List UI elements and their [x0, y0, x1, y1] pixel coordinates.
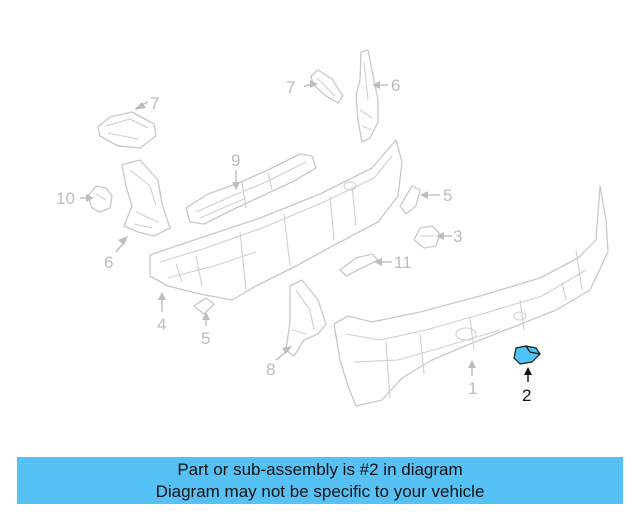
callout-4: 4: [157, 315, 166, 334]
part-7-top: [310, 69, 344, 104]
leader-lines: [80, 80, 532, 382]
callout-8: 8: [266, 360, 275, 379]
part-8: [285, 279, 327, 357]
callout-6-left: 6: [104, 253, 113, 272]
part-7-left: [97, 111, 157, 149]
callout-5-right: 5: [443, 186, 452, 205]
callout-3: 3: [453, 227, 462, 246]
callout-7-top: 7: [286, 78, 295, 97]
callout-labels: 7 7 6 9 10 6 5 3 11 4 5 8 1 2: [56, 76, 531, 405]
part-2-highlighted[interactable]: [513, 345, 541, 365]
part-1: [333, 185, 609, 407]
part-3: [413, 225, 441, 249]
parts-diagram: 7 7 6 9 10 6 5 3 11 4 5 8 1 2: [56, 49, 609, 407]
banner-line-2: Diagram may not be specific to your vehi…: [155, 482, 485, 501]
part-4: [149, 139, 403, 301]
callout-7-left: 7: [150, 94, 159, 113]
part-11: [339, 253, 379, 277]
part-6-top: [355, 49, 379, 143]
part-5-right: [399, 185, 421, 215]
callout-1: 1: [468, 379, 477, 398]
info-banner: Part or sub-assembly is #2 in diagram Di…: [17, 457, 623, 504]
banner-line-1: Part or sub-assembly is #2 in diagram: [177, 460, 463, 479]
callout-10: 10: [56, 189, 75, 208]
callout-6-top: 6: [391, 76, 400, 95]
callout-9: 9: [231, 151, 240, 170]
callout-11: 11: [394, 253, 412, 272]
part-6-left: [121, 159, 171, 237]
part-10: [87, 185, 113, 213]
callout-5-bottom: 5: [201, 329, 210, 348]
callout-2-highlighted: 2: [522, 386, 531, 405]
part-5-bottom: [193, 297, 215, 315]
